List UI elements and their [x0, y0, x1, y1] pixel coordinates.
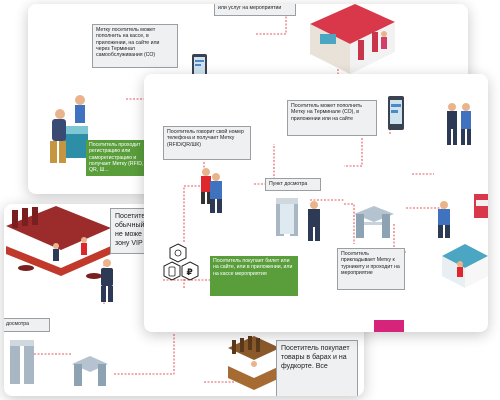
terminal-phone-illustration — [388, 96, 404, 130]
red-booth-illustration — [474, 194, 488, 218]
terminal-topup-text: Посетитель может пополнить Метку на Терм… — [291, 103, 362, 122]
diagram-card-front: Посетитель говорит свой номер телефона и… — [144, 74, 488, 332]
booth-illustration — [310, 4, 395, 74]
topup-info-text: Метку посетитель может пополнить на касс… — [96, 27, 160, 59]
security-label-box: досмотра — [4, 318, 50, 332]
security-checkpoint-label-text: Пункт досмотра — [269, 181, 308, 187]
gate-illustration — [10, 340, 34, 384]
stage-booth-illustration — [442, 244, 488, 288]
ticket-purchase-icon: ₽ — [163, 243, 199, 281]
turnstile-info-text: Посетитель прикладывает Метку к турникет… — [341, 251, 400, 276]
visitor-after-turnstile-illustration — [438, 201, 450, 238]
turnstile-illustration — [72, 356, 108, 386]
security-label-text: досмотра — [6, 321, 29, 327]
turnstile-info-box: Посетитель прикладывает Метку к турникет… — [337, 248, 405, 290]
security-checkpoint-label-box: Пункт досмотра — [265, 178, 321, 191]
food-bar-illustration — [228, 336, 280, 390]
vip-info-text: Посетитель обычный не може зону VIP — [115, 213, 153, 247]
registration-staff-illustration — [201, 168, 211, 204]
visitors-pair-illustration — [447, 103, 471, 145]
phone-registration-box: Посетитель говорит свой номер телефона и… — [163, 126, 251, 160]
bars-info-box: Посетитель покупает товары в барах и на … — [276, 340, 358, 396]
registration-info-text: Посетитель проходит регистрацию или само… — [89, 142, 144, 174]
security-guard-illustration — [101, 259, 113, 302]
turnstile-front-illustration — [354, 206, 394, 238]
security-guard-front-illustration — [308, 201, 320, 241]
magenta-accent-block — [374, 320, 404, 332]
registration-visitor-illustration — [210, 173, 222, 213]
services-info-text: или услуг на мероприятии — [218, 5, 282, 11]
phone-registration-text: Посетитель говорит свой номер телефона и… — [167, 129, 244, 148]
topup-info-box: Метку посетитель может пополнить на касс… — [92, 24, 178, 68]
ticket-purchase-text: Посетитель покупает билет или на сайте, … — [213, 258, 293, 277]
svg-text:₽: ₽ — [187, 268, 193, 278]
vip-bar-illustration — [6, 206, 111, 279]
services-info-box: или услуг на мероприятии — [214, 4, 296, 16]
bars-info-text: Посетитель покупает товары в барах и на … — [281, 345, 350, 370]
registration-desk-illustration — [50, 95, 88, 163]
terminal-topup-box: Посетитель может пополнить Метку на Терм… — [287, 100, 377, 136]
ticket-purchase-box: Посетитель покупает билет или на сайте, … — [210, 256, 298, 296]
security-gate-illustration — [276, 198, 298, 236]
registration-info-box: Посетитель проходит регистрацию или само… — [86, 140, 150, 176]
